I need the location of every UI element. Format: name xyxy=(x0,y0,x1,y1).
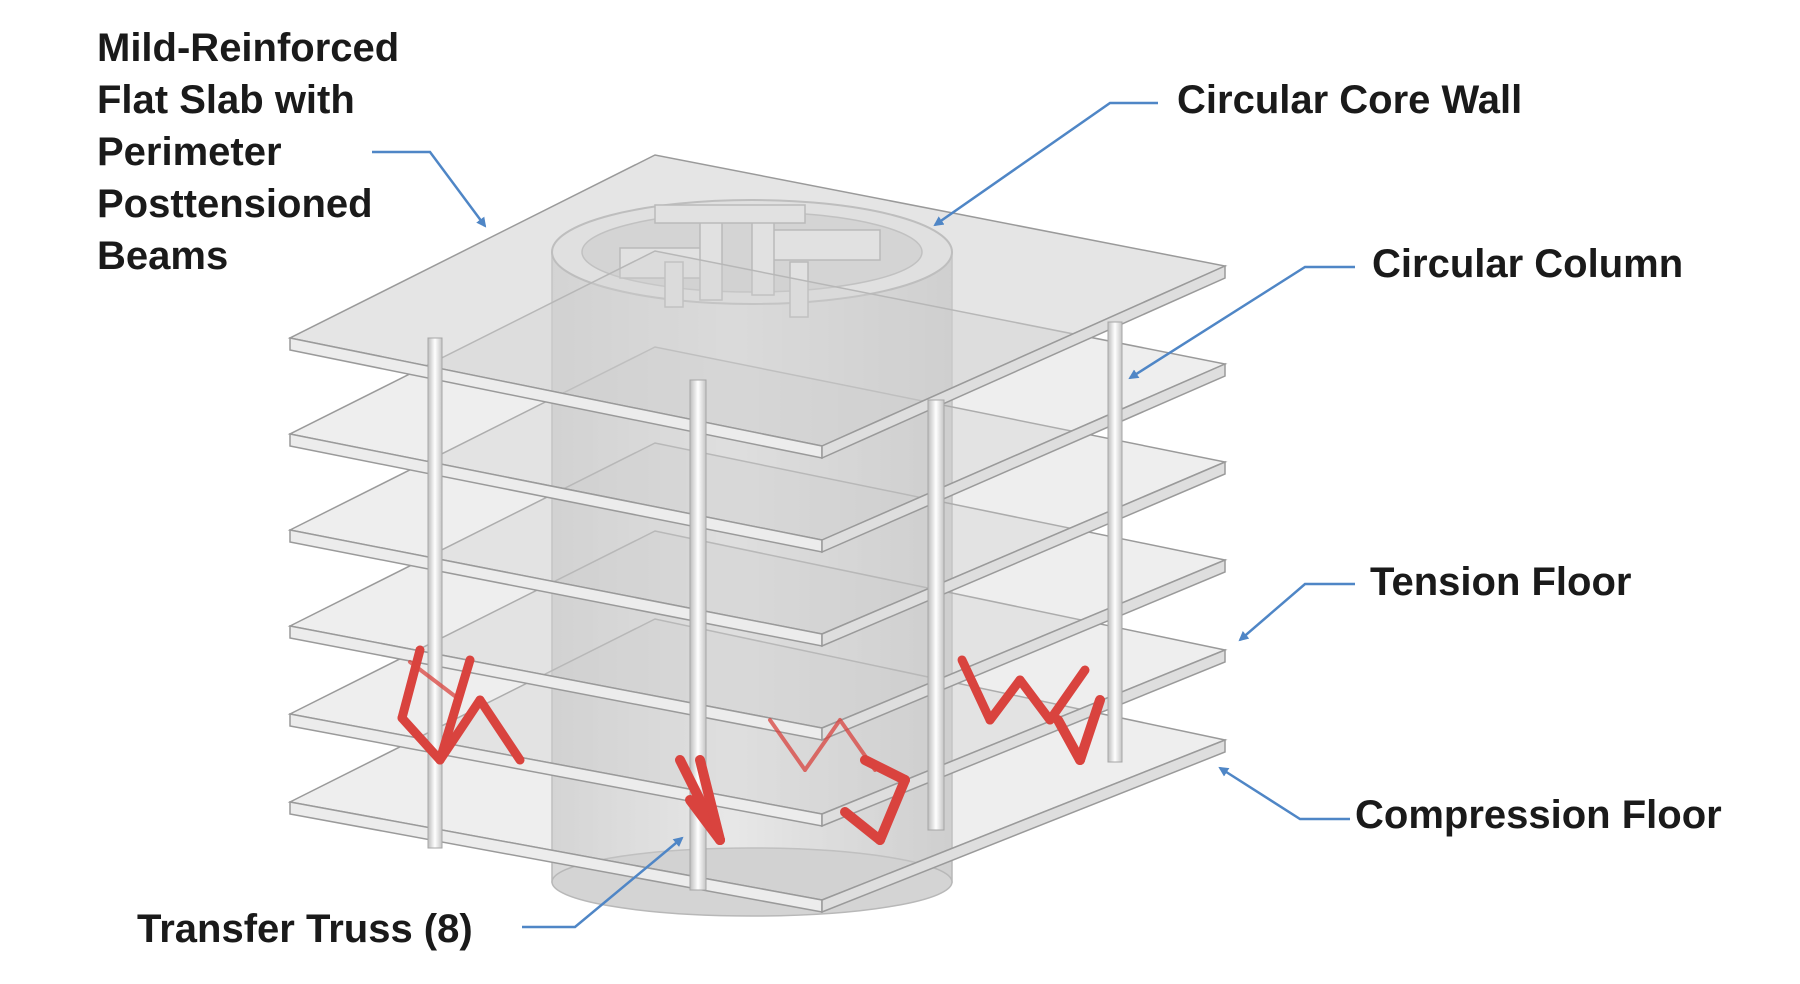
slab-label: Mild-Reinforced Flat Slab with Perimeter… xyxy=(97,22,399,282)
floor-slab-side-edge xyxy=(821,264,1226,460)
slab-leader xyxy=(372,150,487,228)
leader-lines xyxy=(372,101,1355,929)
compression-floor-label: Compression Floor xyxy=(1355,793,1722,837)
floor-slab-side-edge xyxy=(821,648,1226,828)
floor-slab-side-edge xyxy=(821,460,1226,648)
slab-label-line-4: Posttensioned xyxy=(97,182,373,226)
transfer-truss xyxy=(397,645,525,765)
slab-label-line-1: Mild-Reinforced xyxy=(97,26,400,70)
transfer-truss-label: Transfer Truss (8) xyxy=(137,907,473,951)
floor-slab xyxy=(287,442,1228,742)
floor-slab xyxy=(287,618,1228,914)
columns xyxy=(427,321,1123,891)
transfer-truss xyxy=(675,755,725,845)
column-label: Circular Column xyxy=(1372,242,1684,286)
floor-slab-side-edge xyxy=(821,558,1226,742)
floor-slab xyxy=(287,154,1228,460)
core-wall-leader xyxy=(933,101,1158,227)
transfer-truss xyxy=(408,660,877,772)
slab-label-line-5: Beams xyxy=(97,234,229,278)
column-leader xyxy=(1128,265,1355,380)
slab-label-line-3: Perimeter xyxy=(97,130,282,174)
transfer-truss xyxy=(1053,695,1105,765)
column-front-right xyxy=(927,399,945,831)
tension-floor-label: Tension Floor xyxy=(1370,560,1632,604)
column-right xyxy=(1107,321,1123,763)
transfer-truss-leader xyxy=(522,836,684,929)
column-front-left xyxy=(427,337,443,849)
transfer-truss xyxy=(957,655,1090,725)
tension-floor-leader xyxy=(1238,582,1355,642)
slab-label-line-2: Flat Slab with xyxy=(97,78,355,122)
core-wall-label: Circular Core Wall xyxy=(1177,78,1523,122)
floor-slab-side-edge xyxy=(821,738,1226,914)
transfer-trusses xyxy=(397,645,1105,845)
floor-slab xyxy=(287,346,1228,648)
compression-floor-leader xyxy=(1218,766,1350,821)
floor-slab-side-edge xyxy=(821,362,1226,554)
